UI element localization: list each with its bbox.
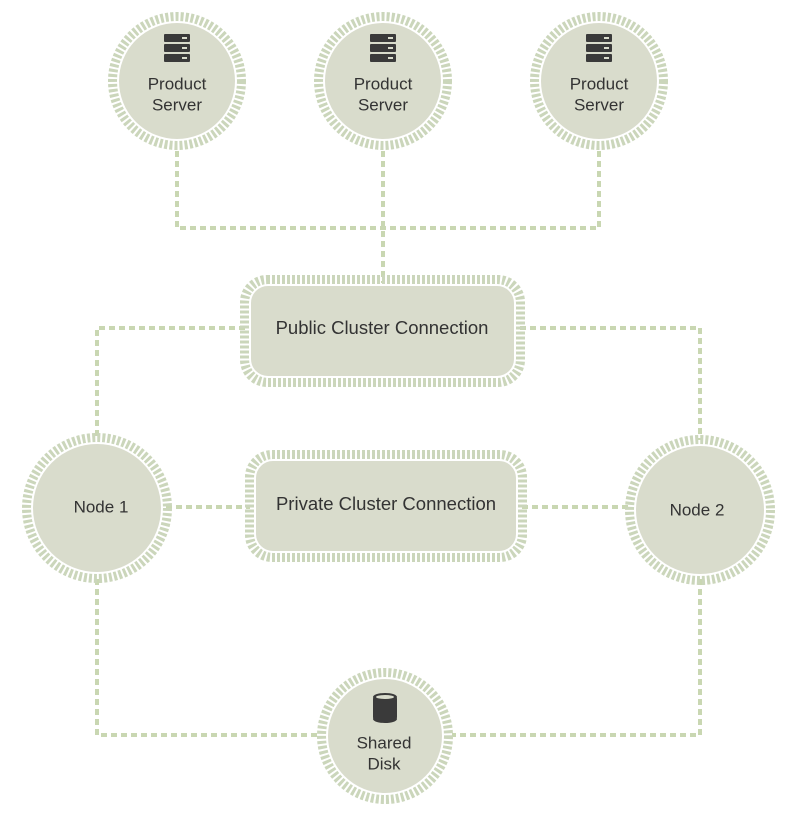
connector-node-1-to-disk <box>95 579 318 737</box>
product-server-1-label-line2: Server <box>152 95 202 114</box>
product-server-2-label-line2: Server <box>358 95 408 114</box>
node-2: Node 2 <box>625 435 775 585</box>
server-icon <box>164 34 190 62</box>
product-server-2-label-line1: Product <box>354 74 413 93</box>
node-1: Node 1 <box>22 433 172 583</box>
connector-public-to-node-1 <box>95 326 245 440</box>
server-icon <box>586 34 612 62</box>
product-server-node-2: Product Server <box>314 12 452 150</box>
product-server-1-label-line1: Product <box>148 74 207 93</box>
connector-public-to-node-2 <box>520 326 702 440</box>
server-icon <box>370 34 396 62</box>
shared-disk-label-line1: Shared <box>357 733 412 752</box>
shared-disk-label-line2: Disk <box>367 754 401 773</box>
private-cluster-connection-node: Private Cluster Connection <box>245 450 527 562</box>
connectors <box>95 151 702 737</box>
database-icon <box>373 693 397 723</box>
connector-servers-bus <box>175 151 601 283</box>
private-cluster-connection-label: Private Cluster Connection <box>276 493 496 514</box>
shared-disk-node: Shared Disk <box>317 668 453 804</box>
node-1-label: Node 1 <box>74 497 129 516</box>
product-server-3-label-line1: Product <box>570 74 629 93</box>
product-server-node-1: Product Server <box>108 12 246 150</box>
connector-node-2-to-disk <box>452 579 702 737</box>
node-2-label: Node 2 <box>670 500 725 519</box>
product-server-3-label-line2: Server <box>574 95 624 114</box>
product-server-node-3: Product Server <box>530 12 668 150</box>
public-cluster-connection-label: Public Cluster Connection <box>276 317 489 338</box>
public-cluster-connection-node: Public Cluster Connection <box>240 275 525 387</box>
